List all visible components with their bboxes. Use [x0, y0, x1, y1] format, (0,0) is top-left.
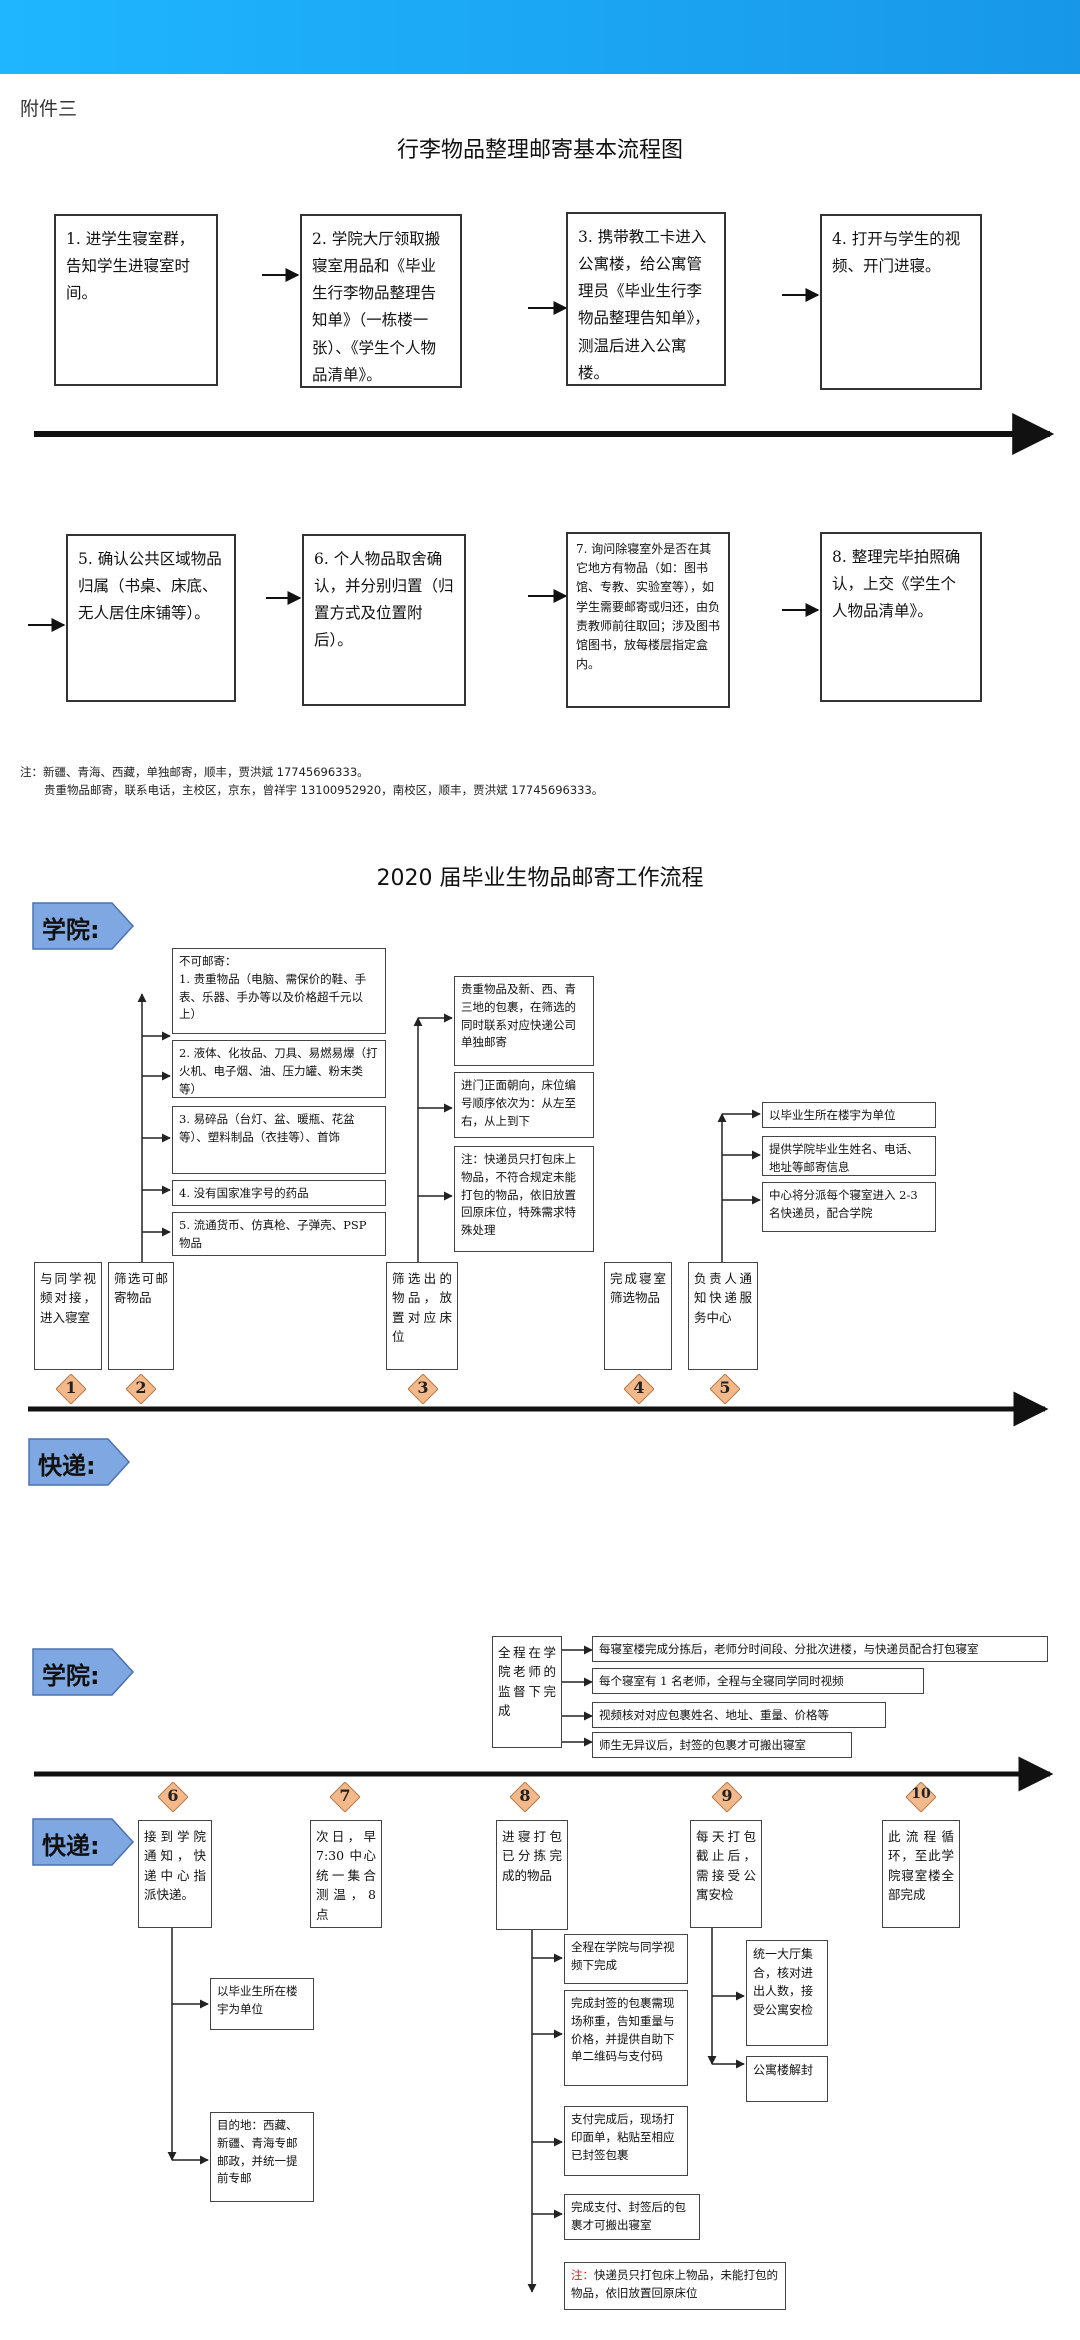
flow1-title: 行李物品整理邮寄基本流程图 — [396, 138, 683, 163]
step-marker-6: 6 — [157, 1781, 189, 1813]
tag-shape — [32, 1818, 135, 1866]
tag-express-label: 快递: — [38, 1452, 96, 1480]
flow1-note-2: 贵重物品邮寄，联系电话，主校区，京东，曾祥宇 13100952920，南校区，顺… — [44, 783, 604, 797]
step-marker-9: 9 — [711, 1781, 743, 1813]
attachment-label: 附件三 — [20, 98, 78, 120]
a4-box: 完成寝室筛选物品 — [604, 1262, 672, 1370]
e10-box: 此流程循环，至此学院寝室楼全部完成 — [882, 1820, 960, 1928]
tag-express-2: 快递: — [32, 1818, 135, 1866]
step-marker-3: 3 — [407, 1373, 439, 1405]
flow1-step-1: 1. 进学生寝室群，告知学生进寝室时间。 — [54, 214, 218, 386]
e8-note-3: 支付完成后，现场打印面单，粘贴至相应已封签包裹 — [564, 2106, 688, 2176]
supervise-box: 全程在学院老师的监督下完成 — [492, 1636, 562, 1748]
sup-note-2: 每个寝室有 1 名老师，全程与全寝同学同时视频 — [592, 1668, 924, 1694]
flow1-step-4: 4. 打开与学生的视频、开门进寝。 — [820, 214, 982, 390]
a3-note-2: 进门正面朝向，床位编号顺序依次为：从左至右，从上到下 — [454, 1072, 594, 1138]
flow2-title: 2020 届毕业生物品邮寄工作流程 — [376, 866, 704, 891]
a5-note-1: 以毕业生所在楼宇为单位 — [762, 1102, 936, 1128]
nomail-item-2: 2. 液体、化妆品、刀具、易燃易爆（打火机、电子烟、油、压力罐、粉末类等） — [172, 1040, 386, 1098]
e8-note-2: 完成封签的包裹需现场称重，告知重量与价格，并提供自助下单二维码与支付码 — [564, 1990, 688, 2086]
sup-note-4: 师生无异议后，封签的包裹才可搬出寝室 — [592, 1732, 852, 1758]
e9-box: 每天打包截止后，需接受公寓安检 — [690, 1820, 762, 1928]
tag-college-1: 学院: — [32, 902, 135, 950]
flow1-step-5: 5. 确认公共区域物品归属（书桌、床底、无人居住床铺等）。 — [66, 534, 236, 702]
a5-note-3: 中心将分派每个寝室进入 2-3 名快递员，配合学院 — [762, 1182, 936, 1232]
flow1-note-1: 注：新疆、青海、西藏，单独邮寄，顺丰，贾洪斌 17745696333。 — [20, 765, 369, 779]
nomail-item-4: 4. 没有国家准字号的药品 — [172, 1180, 386, 1206]
nomail-item-5: 5. 流通货币、仿真枪、子弹壳、PSP 物品 — [172, 1212, 386, 1256]
tag-college-2: 学院: — [32, 1648, 135, 1696]
flow1-step-8: 8. 整理完毕拍照确认，上交《学生个人物品清单》。 — [820, 532, 982, 702]
step-marker-8: 8 — [509, 1781, 541, 1813]
e7-box: 次日，早 7:30 中心统一集合测温，8 点 — [310, 1820, 382, 1928]
e6-note-2: 目的地：西藏、新疆、青海专邮邮政，并统一提前专邮 — [210, 2112, 314, 2202]
e6-box: 接到学院通知，快递中心指派快递。 — [138, 1820, 212, 1928]
e8-note-1: 全程在学院与同学视频下完成 — [564, 1934, 688, 1984]
flow1-step-2: 2. 学院大厅领取搬寝室用品和《毕业生行李物品整理告知单》（一栋楼一张）、《学生… — [300, 214, 462, 388]
e9-note-2: 公寓楼解封 — [746, 2056, 828, 2102]
e8-box: 进寝打包已分拣完成的物品 — [496, 1820, 568, 1930]
tag-shape — [28, 1438, 131, 1486]
step-marker-7: 7 — [329, 1781, 361, 1813]
e9-note-1: 统一大厅集合，核对进出人数，接受公寓安检 — [746, 1940, 828, 2046]
a5-note-2: 提供学院毕业生姓名、电话、地址等邮寄信息 — [762, 1136, 936, 1176]
nomail-box-1: 不可邮寄： 1. 贵重物品（电脑、需保价的鞋、手表、乐器、手办等以及价格超千元以… — [172, 948, 386, 1034]
e8-note-prefix: 注： — [571, 2268, 594, 2282]
a2-box: 筛选可邮寄物品 — [108, 1262, 174, 1370]
nomail-item-1: 1. 贵重物品（电脑、需保价的鞋、手表、乐器、手办等以及价格超千元以上） — [179, 971, 367, 1022]
tag-college-label: 学院: — [42, 1662, 100, 1690]
nomail-item-3: 3. 易碎品（台灯、盆、暖瓶、花盆等）、塑料制品（衣挂等）、首饰 — [172, 1106, 386, 1174]
step-marker-4: 4 — [623, 1373, 655, 1405]
sup-note-3: 视频核对对应包裹姓名、地址、重量、价格等 — [592, 1702, 886, 1728]
a3-note-3: 注：快递员只打包床上物品，不符合规定未能打包的物品，依旧放置回原床位，特殊需求特… — [454, 1146, 594, 1252]
e8-note-5: 注：快递员只打包床上物品，未能打包的物品，依旧放置回原床位 — [564, 2262, 786, 2310]
tag-shape — [32, 902, 135, 950]
a5-box: 负责人通知快递服务中心 — [688, 1262, 758, 1370]
step-marker-5: 5 — [709, 1373, 741, 1405]
e6-note-1: 以毕业生所在楼宇为单位 — [210, 1978, 314, 2030]
sup-note-1: 每寝室楼完成分拣后，老师分时间段、分批次进楼，与快递员配合打包寝室 — [592, 1636, 1048, 1662]
e8-note-text: 快递员只打包床上物品，未能打包的物品，依旧放置回原床位 — [571, 2268, 778, 2300]
tag-express-1: 快递: — [28, 1438, 131, 1486]
a1-box: 与同学视频对接，进入寝室 — [34, 1262, 102, 1370]
step-marker-2: 2 — [125, 1373, 157, 1405]
tag-express-label: 快递: — [42, 1832, 100, 1860]
tag-college-label: 学院: — [42, 916, 100, 944]
flow1-step-7: 7. 询问除寝室外是否在其它地方有物品（如：图书馆、专教、实验室等），如学生需要… — [566, 532, 730, 708]
step-marker-1: 1 — [55, 1373, 87, 1405]
a3-box: 筛选出的物品，放置对应床位 — [386, 1262, 458, 1370]
nomail-head: 不可邮寄： — [179, 954, 237, 968]
flow1-step-6: 6. 个人物品取舍确认，并分别归置（归置方式及位置附后）。 — [302, 534, 466, 706]
top-banner — [0, 0, 1080, 74]
tag-shape — [32, 1648, 135, 1696]
step-marker-10: 10 — [905, 1781, 937, 1813]
flow1-step-3: 3. 携带教工卡进入公寓楼，给公寓管理员《毕业生行李物品整理告知单》，测温后进入… — [566, 212, 726, 386]
a3-note-1: 贵重物品及新、西、青三地的包裹，在筛选的同时联系对应快递公司单独邮寄 — [454, 976, 594, 1066]
e8-note-4: 完成支付、封签后的包裹才可搬出寝室 — [564, 2194, 700, 2240]
